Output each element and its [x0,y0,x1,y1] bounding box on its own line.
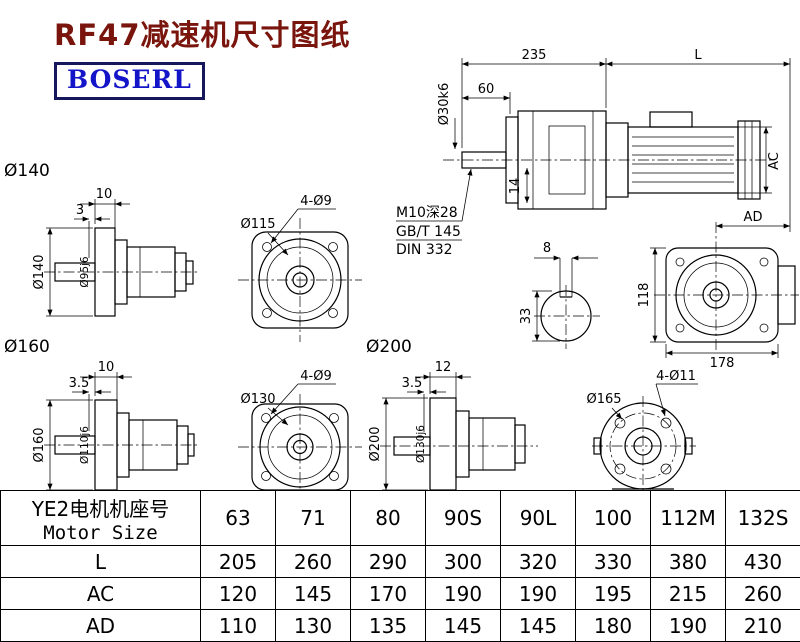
header-cn: YE2电机机座号 [1,493,200,522]
motor-dimension-table: YE2电机机座号 Motor Size 63 71 80 90S 90L 100… [0,490,800,642]
dim-235-label: 235 [522,48,547,63]
motor-rear-view: AD 118 178 [637,210,799,371]
header-motor-size-cell: YE2电机机座号 Motor Size [1,491,201,546]
dim-ac-label: AC [767,152,782,170]
cell: 260 [276,546,351,578]
page-title: RF47减速机尺寸图纸 [54,12,351,54]
cell: 145 [276,578,351,610]
dim-10-label: 10 [96,187,113,202]
flange-160-side-view: Ø160 10 3.5 Ø160 Ø110j6 [4,337,198,490]
dim-key-width-label: 8 [543,241,551,256]
size-col-header: 63 [201,491,276,546]
size-col-header: 80 [351,491,426,546]
dim-bc-115-label: Ø115 [240,217,275,232]
cell: 380 [651,546,726,578]
dim-bc-165-label: Ø165 [586,392,621,407]
dim-od-200-label: Ø200 [368,426,383,461]
dim-33-label: 33 [519,308,534,325]
cell: 215 [651,578,726,610]
cell: 145 [426,610,501,642]
view-title-200: Ø200 [366,337,412,357]
shaft-key-section-view: 8 33 [519,241,600,349]
note-din-label: DIN 332 [396,242,453,258]
view-title-140: Ø140 [4,161,50,181]
table-row-AD: AD 110 130 135 145 145 180 190 210 [1,610,800,642]
dim-spigot-130-label: Ø130j6 [415,425,427,463]
note-thread-label: M10深28 [396,205,458,221]
cell: 135 [351,610,426,642]
cell: 260 [726,578,800,610]
dim-bc-130-label: Ø130 [240,392,275,407]
note-gbt-label: GB/T 145 [396,224,461,240]
dim-178-label: 178 [710,356,735,371]
cell: 190 [426,578,501,610]
dim-spigot-95-label: Ø95j6 [79,256,91,288]
flange-140-side-view: Ø140 10 3 Ø140 Ø95j6 [4,161,198,316]
row-label: AD [1,610,201,642]
size-col-header: 112M [651,491,726,546]
flange-115-front-view: 4-Ø9 Ø115 [238,194,362,342]
dim-118-label: 118 [637,283,652,308]
table-row-AC: AC 120 145 170 190 190 195 215 260 [1,578,800,610]
flange-130-front-view: 4-Ø9 Ø130 [238,369,362,490]
cell: 320 [501,546,576,578]
dim-holes-4x9-label: 4-Ø9 [300,369,331,384]
cell: 120 [201,578,276,610]
dim-3-label: 3 [76,203,84,218]
cell: 145 [501,610,576,642]
dim-shaft-diameter-label: Ø30k6 [437,83,452,126]
flange-200-side-view: Ø200 12 3.5 Ø200 Ø130j6 [366,337,538,490]
size-col-header: 71 [276,491,351,546]
cell: 130 [276,610,351,642]
dim-motor-length-label: L [694,48,702,63]
main-assembly-view: 235 L 60 Ø30k6 14 AC M10深28 GB/T 145 DIN… [396,48,790,258]
cell: 190 [651,610,726,642]
header-en: Motor Size [1,522,200,544]
dim-spigot-110-label: Ø110j6 [79,426,91,464]
size-col-header: 90L [501,491,576,546]
cell: 290 [351,546,426,578]
view-title-160: Ø160 [4,337,50,357]
cell: 110 [201,610,276,642]
dim-10-label: 10 [98,360,115,375]
dim-ad-label: AD [744,210,763,225]
cell: 170 [351,578,426,610]
cell: 300 [426,546,501,578]
table-row-header: YE2电机机座号 Motor Size 63 71 80 90S 90L 100… [1,491,800,546]
brand-logo: BOSERL [54,62,205,100]
dim-holes-4x9-label: 4-Ø9 [300,194,331,209]
size-col-header: 100 [576,491,651,546]
cell: 195 [576,578,651,610]
dim-holes-4x11-label: 4-Ø11 [656,369,696,384]
dim-od-140-label: Ø140 [32,254,47,289]
row-label: L [1,546,201,578]
flange-165-front-view: 4-Ø11 Ø165 [586,369,698,490]
row-label: AC [1,578,201,610]
dim-3p5-label: 3.5 [69,376,90,391]
table-row-L: L 205 260 290 300 320 330 380 430 [1,546,800,578]
size-col-header: 132S [726,491,800,546]
dim-3p5-label: 3.5 [402,376,423,391]
cell: 330 [576,546,651,578]
size-col-header: 90S [426,491,501,546]
cell: 180 [576,610,651,642]
dim-60-label: 60 [478,82,495,97]
cell: 190 [501,578,576,610]
cell: 210 [726,610,800,642]
cell: 205 [201,546,276,578]
cell: 430 [726,546,800,578]
dim-od-160-label: Ø160 [32,427,47,462]
dim-14-label: 14 [508,178,523,195]
dim-12-label: 12 [435,360,452,375]
